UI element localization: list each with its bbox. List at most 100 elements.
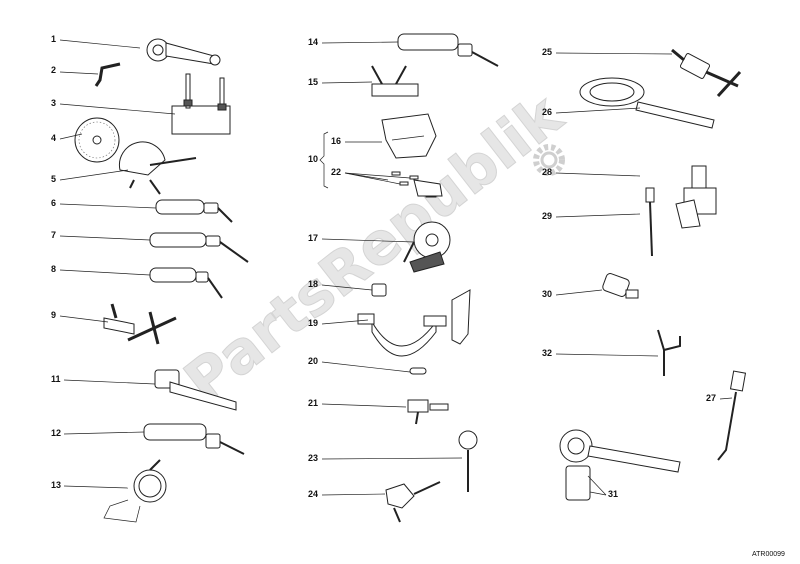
leader-line-22: [344, 172, 401, 185]
leader-line-24: [321, 493, 386, 496]
leader-line-29: [555, 213, 641, 218]
leader-line-25: [555, 52, 673, 55]
watermark: PartsRepublik: [171, 79, 576, 416]
callout-31: 31: [608, 489, 618, 499]
leader-line-22: [344, 172, 411, 179]
part-13-dial-gauge: [103, 459, 167, 523]
callout-1: 1: [51, 34, 56, 44]
leader-line-23: [321, 457, 463, 460]
part-19-bracket: [357, 289, 471, 357]
leader-line-11: [63, 379, 156, 385]
part-8-puller: [149, 267, 223, 299]
leader-line-1: [59, 39, 141, 49]
callout-3: 3: [51, 98, 56, 108]
leader-line-26: [555, 107, 641, 114]
callout-23: 23: [308, 453, 318, 463]
leader-line-6: [59, 203, 157, 209]
callout-10: 10: [308, 154, 318, 164]
callout-19: 19: [308, 318, 318, 328]
part-6-puller: [155, 199, 233, 223]
part-18-nut: [371, 283, 387, 297]
part-21-tool: [407, 399, 449, 425]
leader-line-15: [321, 81, 373, 84]
leader-line-2: [59, 71, 99, 75]
part-3-bracket: [171, 73, 231, 135]
part-1-spanner: [146, 38, 221, 66]
leader-line-32: [555, 353, 659, 357]
part-27-rod: [717, 370, 747, 461]
part-7-puller: [149, 232, 249, 263]
leader-line-28: [555, 172, 641, 177]
part-26-spanner: [579, 77, 715, 129]
leader-line-21: [321, 403, 407, 408]
callout-30: 30: [542, 289, 552, 299]
part-24-tool: [385, 481, 441, 523]
leader-line-17: [321, 238, 415, 243]
callout-32: 32: [542, 348, 552, 358]
part-17-vise: [403, 221, 451, 273]
part-9-holder: [103, 303, 177, 345]
callout-6: 6: [51, 198, 56, 208]
part-5-pointer-tool: [118, 141, 197, 195]
leader-line-31: [589, 491, 607, 496]
part-15-plate: [371, 65, 419, 97]
leader-line-3: [59, 103, 176, 115]
callout-16: 16: [331, 136, 341, 146]
callout-7: 7: [51, 230, 56, 240]
part-11-spanner: [154, 369, 237, 411]
callout-20: 20: [308, 356, 318, 366]
part-12-puller: [143, 423, 245, 455]
callout-layer: 1234567891112131415101622171819202123242…: [51, 34, 733, 499]
leader-line-8: [59, 269, 151, 276]
part-4-degree-wheel: [74, 117, 120, 163]
bracket-10: [319, 131, 329, 189]
part-20-pin: [409, 367, 427, 375]
drawing-code: ATR00099: [752, 551, 785, 558]
gear-icon: [533, 144, 565, 176]
callout-13: 13: [51, 480, 61, 490]
callout-24: 24: [308, 489, 318, 499]
part-31-socket-spanner: [559, 429, 681, 501]
leader-line-30: [555, 289, 603, 296]
callout-25: 25: [542, 47, 552, 57]
part-23-gauge: [458, 430, 478, 492]
callout-15: 15: [308, 77, 318, 87]
part-14-puller: [397, 33, 499, 67]
leader-line-7: [59, 235, 151, 241]
leader-line-20: [321, 361, 411, 373]
callout-27: 27: [706, 393, 716, 403]
callout-4: 4: [51, 133, 56, 143]
callout-8: 8: [51, 264, 56, 274]
callout-2: 2: [51, 65, 56, 75]
part-22-pins: [391, 171, 443, 198]
part-25-t-handle: [671, 48, 742, 98]
leader-line-18: [321, 284, 373, 291]
callout-12: 12: [51, 428, 61, 438]
callout-9: 9: [51, 310, 56, 320]
callout-22: 22: [331, 167, 341, 177]
part-32-pin-tool: [657, 329, 681, 376]
leader-line-12: [63, 431, 145, 435]
callout-18: 18: [308, 279, 318, 289]
part-28-puller: [675, 165, 717, 229]
part-30-adapter: [602, 273, 639, 299]
callout-28: 28: [542, 167, 552, 177]
callout-5: 5: [51, 174, 56, 184]
callout-17: 17: [308, 233, 318, 243]
callout-11: 11: [51, 374, 61, 384]
leader-line-4: [59, 133, 83, 140]
callout-29: 29: [542, 211, 552, 221]
leader-line-27: [719, 397, 733, 400]
watermark-text: PartsRepublik: [172, 80, 576, 416]
part-2-hook: [94, 62, 121, 87]
callout-26: 26: [542, 107, 552, 117]
callout-21: 21: [308, 398, 318, 408]
leader-line-19: [321, 319, 369, 325]
callout-14: 14: [308, 37, 318, 47]
leader-line-31: [587, 475, 607, 496]
part-16-cover: [381, 113, 437, 159]
leader-line-9: [59, 315, 109, 323]
leader-line-14: [321, 41, 399, 44]
leader-line-13: [63, 485, 129, 489]
